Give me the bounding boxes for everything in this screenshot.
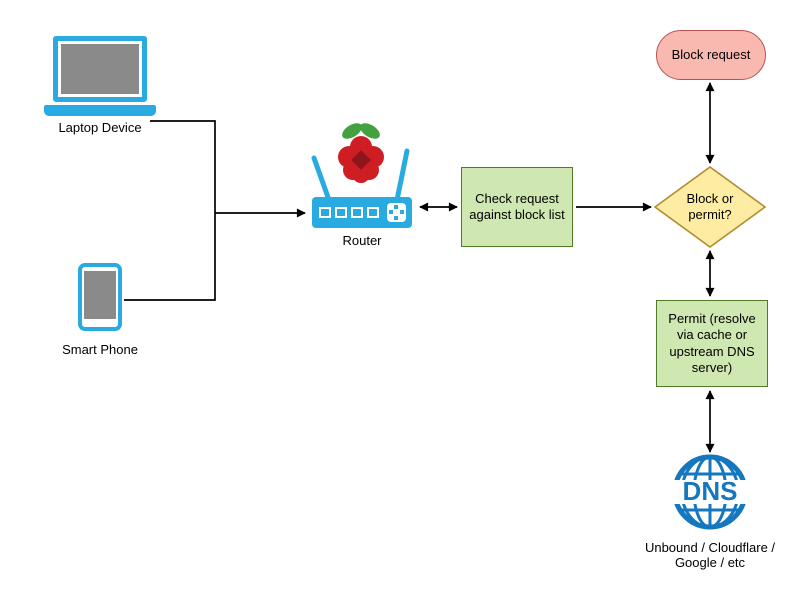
router-label: Router	[342, 233, 382, 248]
router-port-icon	[367, 207, 379, 218]
smart-phone-icon	[78, 263, 122, 331]
dpad-dot	[394, 205, 398, 209]
laptop-label: Laptop Device	[58, 120, 142, 135]
router-dpad-icon	[387, 203, 406, 222]
smart-phone-label: Smart Phone	[62, 342, 138, 357]
device-junction-line	[124, 120, 216, 301]
smart-phone-node: Smart Phone	[60, 263, 140, 358]
dns-label: Unbound / Cloudflare / Google / etc	[644, 540, 776, 570]
router-antenna-left-icon	[311, 155, 332, 203]
check-request-label: Check request against block list	[469, 190, 565, 222]
router-port-icon	[351, 207, 363, 218]
phone-screen-display	[84, 271, 116, 319]
raspberry-pi-logo-icon	[338, 123, 384, 183]
decision-node: Block or permit?	[655, 167, 765, 247]
block-request-box: Block request	[656, 30, 766, 80]
dpad-dot	[400, 210, 404, 214]
router-port-icon	[319, 207, 331, 218]
block-request-label: Block request	[671, 46, 751, 62]
permit-box: Permit (resolve via cache or upstream DN…	[656, 300, 768, 387]
check-request-box: Check request against block list	[461, 167, 573, 247]
dpad-dot	[394, 216, 398, 220]
dpad-dot	[389, 210, 393, 214]
permit-label: Permit (resolve via cache or upstream DN…	[668, 311, 756, 375]
dns-icon-text: DNS	[683, 476, 738, 506]
decision-label: Block or permit?	[686, 190, 734, 222]
decision-diamond-shape	[653, 166, 767, 248]
laptop-node: Laptop Device	[44, 36, 156, 146]
router-icon	[312, 197, 412, 228]
laptop-base	[44, 105, 156, 116]
router-port-icon	[335, 207, 347, 218]
laptop-icon	[53, 36, 147, 102]
dns-globe-icon: DNS	[671, 454, 749, 530]
router-antenna-right-icon	[394, 148, 410, 203]
laptop-screen-display	[61, 44, 139, 94]
